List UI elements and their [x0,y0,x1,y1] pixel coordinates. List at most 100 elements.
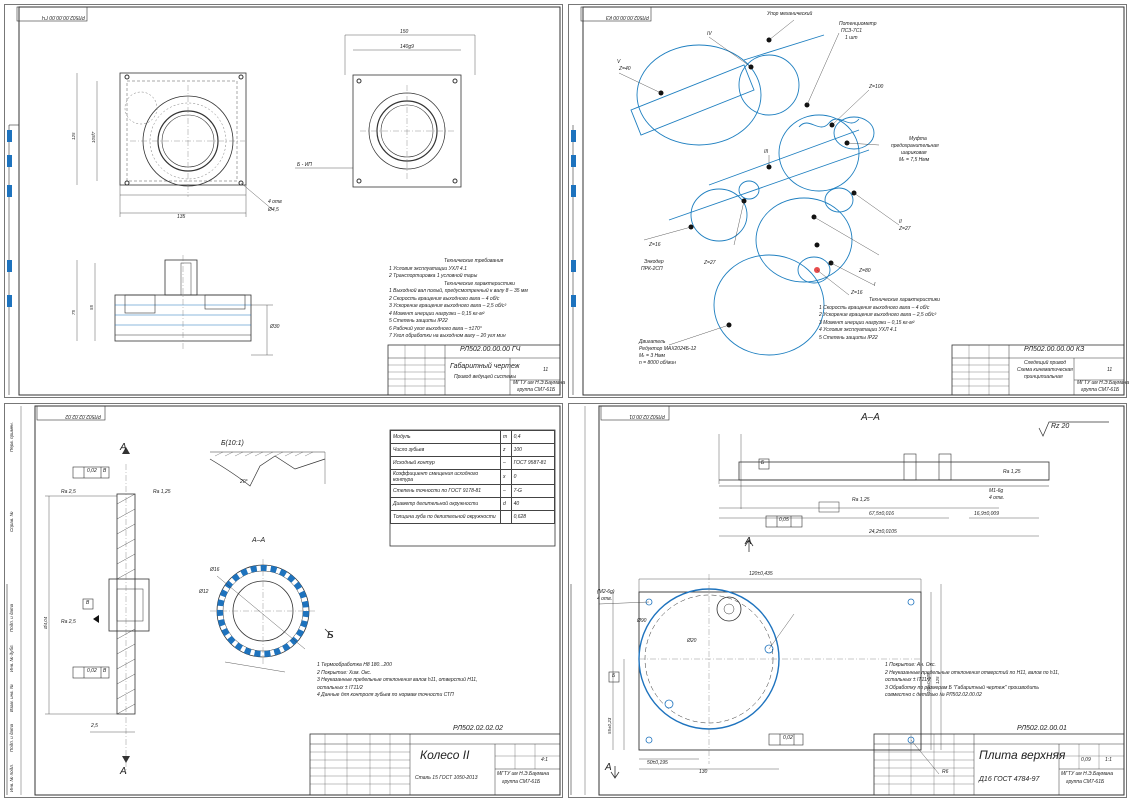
tech-char-title: Технические характеристики [444,280,515,287]
section-arrow-a-bottom: А [120,766,127,777]
param-value: ГОСТ 9587-81 [510,456,556,470]
param-symbol [500,510,512,524]
sheet4-notes: 1 Покрытие: Ан. Окс. 2 Неуказанные преде… [885,662,1059,700]
sheet3-org1: МГТУ им Н.Э.Баумана [497,771,550,777]
roughness-general: Rz 20 [1051,423,1070,430]
roughness-3: Ra 2,5 [61,619,76,625]
datum-base: Б [761,460,765,466]
sheet4-org2: группа СМ7-61Б [1066,779,1105,785]
sheet2-org1: МГТУ им Н.Э.Баумана [1077,380,1130,386]
sheet2-corner-stamp: РЛ502.00.00.00 КЗ [605,14,649,20]
tech-char-title: Технические характеристики [869,297,940,303]
datum-base: В [86,600,90,606]
sheet4-mass: 0,09 [1081,757,1091,763]
tech-char-item: 5 Степень защиты IP22 [819,334,878,341]
tolerance-base-2: В [103,668,107,674]
dim-hole2: 4 отв. [597,596,613,602]
label-z7: Z=16 [649,242,661,248]
label-encoder2: ПРК-2СП [641,266,663,272]
dim-d2: Ø12 [199,589,209,595]
label-motor3: Mₜ = 3 Нмм [639,353,665,359]
section-arrow-a-top: А [120,442,127,453]
tech-req-item: 1 Условия эксплуатации УХЛ 4.1 [389,265,467,272]
param-symbol: – [500,484,512,498]
tech-char-item: 6 Рабочий угол выходного вала – ±170° [389,325,482,332]
tech-char-item: 1 Скорость вращения выходного вала – 4 о… [819,304,930,311]
sheet4-title: Плита верхняя [979,748,1066,762]
tech-char-item: 4 Момент инерции нагрузки – 0,15 кг·м² [389,310,485,317]
param-name: Степень точности по ГОСТ 9178-81 [390,484,501,498]
sheet-kinematic-scheme: РЛ502.00.00.00 КЗ Упор механический Поте… [568,4,1130,398]
sheet1-dim-left2: 105f7 [91,131,96,143]
sheet1-dim-inner: 140g9 [400,44,414,50]
sheet1-org2: группа СМ7-61Б [517,387,556,393]
dim-hole: (M2-6g) [597,589,615,595]
sheet1-dim-h1: 75 [71,309,76,315]
sheet-overall-drawing: РЛ502.00.00.00 ГЧ 150 140g9 135 4 отв Ø4… [4,4,565,398]
note-item: совместно с деталью № РЛ502.02.00.02 [885,692,982,698]
sheet1-dim-h2: 55 [89,304,94,310]
table-row: Исходный контур–ГОСТ 9587-81 [390,456,556,470]
roughness-2: Ra 1,25 [153,489,171,495]
side-label: Подп. и дата [9,723,14,752]
note-item: 2 Неуказанные предельные отклонения отве… [885,669,1060,676]
sheet4-material: Д16 ГОСТ 4784-97 [979,776,1040,783]
roughness-ra: Ra 1,25 [852,497,870,503]
tech-req-item: 2 Транспортировка 1 условной тары [389,273,478,279]
dim-s3: 16,9±0,009 [974,511,999,517]
roughness-ra-right: Ra 1,25 [1003,469,1021,475]
sheet3-material: Сталь 15 ГОСТ 1050-2013 [415,775,478,781]
label-potentiometer-type: ПСЗ-7С1 [841,28,863,34]
dim-w1: 2,5 [91,723,98,729]
datum-base-plan: Б [612,673,616,679]
sheet1-title1: Габаритный чертеж [450,363,520,370]
roughness-1: Ra 2,5 [61,489,76,495]
label-coupling3: шариковая [901,150,927,156]
side-label: Инв. № подл. [9,764,14,792]
sheet2-org2: группа СМ7-61Б [1081,387,1120,393]
tolerance-base-1: В [103,468,107,474]
sheet4-drawing [570,405,1125,796]
sheet3-stamp-code: РЛ502.02.02.02 [453,725,503,732]
dim-s2: 24,2±0,0105 [869,529,897,535]
sheet1-stamp-code: РЛ502.00.00.00 ГЧ [460,346,521,353]
sheet2-tech-char: Технические характеристики 1 Скорость вр… [819,297,940,342]
note-item: 1 Покрытие: Ан. Окс. [885,662,936,668]
label-m2: III [764,149,769,155]
view-arrow-b: Б [327,630,334,641]
param-symbol: z [500,443,512,457]
side-label: Подп. и дата [9,603,14,632]
dim-y1: 55±0,23 [607,717,612,734]
dim-x1: 50±0,195 [647,760,668,766]
note-item: 2 Покрытие: Хим. Окс. [317,669,372,676]
param-name: Исходный контур [390,456,501,470]
section-aa-label: А–А [252,537,266,544]
view-b-label: Б(10:1) [221,440,244,447]
dim-r: R6 [942,769,949,775]
param-value: 100 [510,443,556,457]
tech-char-item: 3 Ускорение вращения выходного вала – 2,… [389,303,507,309]
dim-d1: Ø90 [637,618,647,624]
section-arrow-a-side: А [605,762,612,773]
label-m4: I [874,282,876,288]
section-arrow-a: А [745,536,752,547]
tolerance-value-1: 0,05 [779,517,789,523]
label-z6: Z=16 [851,290,863,296]
label-potentiometer-qty: 1 шт [845,35,858,41]
param-value: 0,4 [510,430,556,444]
param-symbol: d [500,497,512,511]
param-name: Толщина зуба по делительной окружности [390,510,501,524]
sheet2-title2: Схема кинематическая [1017,367,1073,373]
sheet1-sheet-no: 11 [543,367,549,373]
sheet3-drawing [6,405,561,796]
label-motor: Двигатель [639,339,666,345]
param-value: 7-G [510,484,556,498]
sheet1-side-a: Б - ИП [297,162,312,168]
sheet1-corner-stamp: РЛ502.00.00.00 ГЧ [41,14,85,20]
param-name: Коэффициент смещения исходного контура [390,469,501,485]
